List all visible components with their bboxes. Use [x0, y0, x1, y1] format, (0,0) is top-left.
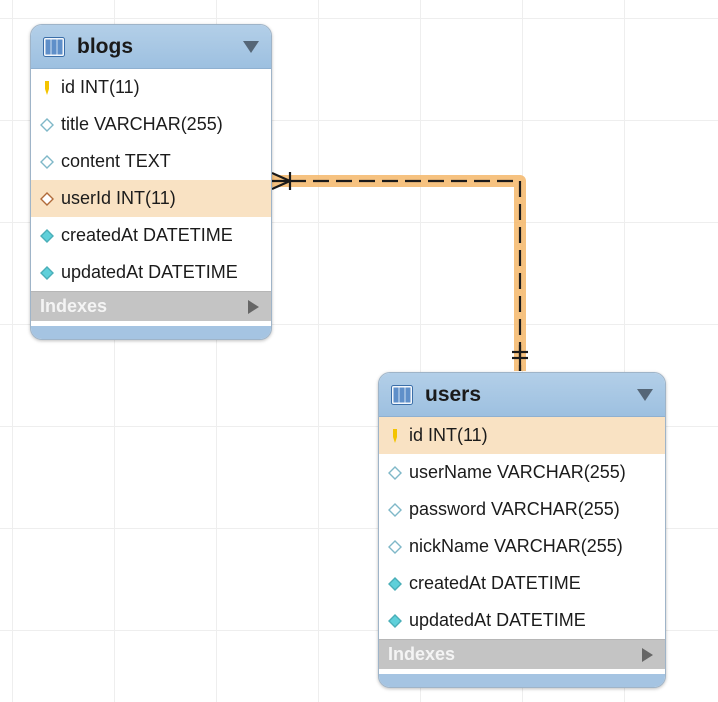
relationship-glow: [270, 175, 526, 371]
not-null-column-icon: [40, 265, 54, 280]
indexes-section[interactable]: Indexes: [379, 639, 665, 669]
collapse-arrow-icon[interactable]: [637, 388, 653, 402]
crow-foot-many-marker: [271, 171, 292, 191]
primary-key-icon: [45, 80, 49, 95]
column-row[interactable]: content TEXT: [31, 143, 271, 180]
column-row[interactable]: userName VARCHAR(255): [379, 454, 665, 491]
table-icon: [43, 36, 65, 57]
column-row[interactable]: createdAt DATETIME: [31, 217, 271, 254]
column-label: updatedAt DATETIME: [409, 610, 586, 630]
column-label: userId INT(11): [61, 188, 176, 208]
column-row[interactable]: userId INT(11): [31, 180, 271, 217]
one-mandatory-marker: [512, 345, 528, 371]
nullable-column-icon: [388, 465, 402, 480]
column-list: id INT(11) title VARCHAR(255) content TEXT…: [31, 69, 271, 291]
relationship-line: [290, 179, 522, 371]
column-row[interactable]: updatedAt DATETIME: [31, 254, 271, 291]
not-null-column-icon: [388, 576, 402, 591]
column-row[interactable]: id INT(11): [379, 417, 665, 454]
column-label: password VARCHAR(255): [409, 499, 620, 519]
column-label: createdAt DATETIME: [61, 225, 233, 245]
indexes-section[interactable]: Indexes: [31, 291, 271, 321]
table-users[interactable]: users id INT(11) userName VARCHAR(255) pas…: [378, 372, 666, 688]
column-row[interactable]: nickName VARCHAR(255): [379, 528, 665, 565]
table-name: users: [425, 382, 482, 406]
collapse-arrow-icon[interactable]: [243, 40, 259, 54]
column-row[interactable]: password VARCHAR(255): [379, 491, 665, 528]
column-label: createdAt DATETIME: [409, 573, 581, 593]
foreign-key-column-icon: [40, 191, 54, 206]
nullable-column-icon: [388, 539, 402, 554]
column-label: id INT(11): [61, 77, 140, 97]
column-label: nickName VARCHAR(255): [409, 536, 623, 556]
indexes-label: Indexes: [388, 644, 456, 664]
column-label: content TEXT: [61, 151, 171, 171]
table-name: blogs: [77, 34, 133, 58]
table-footer: [379, 674, 665, 687]
not-null-column-icon: [40, 228, 54, 243]
expand-arrow-icon[interactable]: [247, 299, 259, 314]
column-row[interactable]: createdAt DATETIME: [379, 565, 665, 602]
column-row[interactable]: updatedAt DATETIME: [379, 602, 665, 639]
nullable-column-icon: [40, 154, 54, 169]
not-null-column-icon: [388, 613, 402, 628]
table-blogs[interactable]: blogs id INT(11) title VARCHAR(255) conten…: [30, 24, 272, 340]
nullable-column-icon: [40, 117, 54, 132]
table-icon: [391, 384, 413, 405]
column-label: updatedAt DATETIME: [61, 262, 238, 282]
indexes-label: Indexes: [40, 296, 108, 316]
table-footer: [31, 326, 271, 339]
column-label: id INT(11): [409, 425, 488, 445]
column-list: id INT(11) userName VARCHAR(255) password …: [379, 417, 665, 639]
column-label: title VARCHAR(255): [61, 114, 223, 134]
column-row[interactable]: id INT(11): [31, 69, 271, 106]
expand-arrow-icon[interactable]: [641, 647, 653, 662]
table-header[interactable]: users: [379, 373, 665, 417]
column-label: userName VARCHAR(255): [409, 462, 626, 482]
nullable-column-icon: [388, 502, 402, 517]
table-header[interactable]: blogs: [31, 25, 271, 69]
primary-key-icon: [393, 428, 397, 443]
column-row[interactable]: title VARCHAR(255): [31, 106, 271, 143]
